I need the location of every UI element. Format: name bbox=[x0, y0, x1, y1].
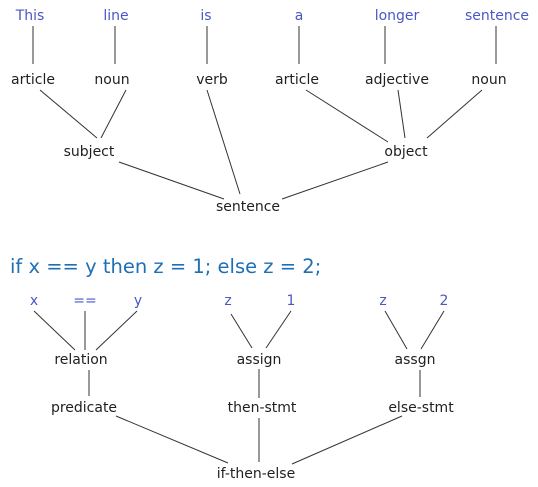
token-2: 2 bbox=[440, 293, 449, 309]
tag-article-1: article bbox=[11, 72, 55, 88]
tree2-level1: relation assign assgn bbox=[54, 352, 435, 368]
phrase-object: object bbox=[384, 144, 428, 160]
edge-x-relation bbox=[33, 310, 76, 351]
tree2-tokens: x == y z 1 z 2 bbox=[30, 293, 449, 309]
word-this: This bbox=[15, 8, 45, 24]
edge-y-relation bbox=[95, 310, 138, 351]
tree1-phrases: subject object sentence bbox=[64, 144, 428, 215]
word-line: line bbox=[103, 8, 128, 24]
tag-article-2: article bbox=[275, 72, 319, 88]
token-1: 1 bbox=[287, 293, 296, 309]
token-y: y bbox=[134, 293, 142, 309]
code-line: if x == y then z = 1; else z = 2; bbox=[10, 255, 321, 278]
tree1-root-sentence: sentence bbox=[216, 199, 280, 215]
token-eq: == bbox=[73, 293, 96, 309]
tag-adjective: adjective bbox=[365, 72, 429, 88]
edge-article-object bbox=[305, 89, 389, 143]
edge-noun-subject bbox=[100, 89, 127, 139]
node-assign: assign bbox=[237, 352, 282, 368]
edge-article-subject bbox=[39, 89, 98, 139]
word-a: a bbox=[295, 8, 304, 24]
token-z-2: z bbox=[379, 293, 386, 309]
tree2-root-if-then-else: if-then-else bbox=[217, 466, 295, 482]
node-relation: relation bbox=[54, 352, 107, 368]
edge-z1-assign bbox=[230, 313, 253, 349]
edge-z2-assgn bbox=[384, 310, 408, 350]
word-longer: longer bbox=[375, 8, 420, 24]
tree1-edges bbox=[32, 26, 497, 200]
tree1-tags: article noun verb article adjective noun bbox=[11, 72, 507, 88]
token-x: x bbox=[30, 293, 38, 309]
edge-adjective-object bbox=[397, 89, 406, 139]
edge-predicate-root bbox=[115, 415, 229, 464]
node-assgn: assgn bbox=[395, 352, 436, 368]
phrase-subject: subject bbox=[64, 144, 115, 160]
node-predicate: predicate bbox=[51, 400, 117, 416]
edge-elsestmt-root bbox=[291, 415, 403, 465]
edge-subject-sentence bbox=[118, 161, 225, 200]
tree2-edges bbox=[33, 310, 445, 465]
tree1-words: This line is a longer sentence bbox=[15, 8, 529, 24]
tree2-level2: predicate then-stmt else-stmt if-then-el… bbox=[51, 400, 454, 482]
word-sentence: sentence bbox=[465, 8, 529, 24]
tag-noun-2: noun bbox=[471, 72, 506, 88]
token-z-1: z bbox=[224, 293, 231, 309]
edge-object-sentence bbox=[281, 161, 389, 200]
node-then-stmt: then-stmt bbox=[228, 400, 297, 416]
tag-verb: verb bbox=[196, 72, 228, 88]
edge-noun-object bbox=[426, 89, 483, 139]
edge-2-assgn bbox=[420, 310, 445, 350]
edge-verb-sentence bbox=[206, 89, 241, 195]
tag-noun-1: noun bbox=[94, 72, 129, 88]
node-else-stmt: else-stmt bbox=[388, 400, 454, 416]
edge-1-assign bbox=[265, 310, 292, 349]
word-is: is bbox=[200, 8, 211, 24]
